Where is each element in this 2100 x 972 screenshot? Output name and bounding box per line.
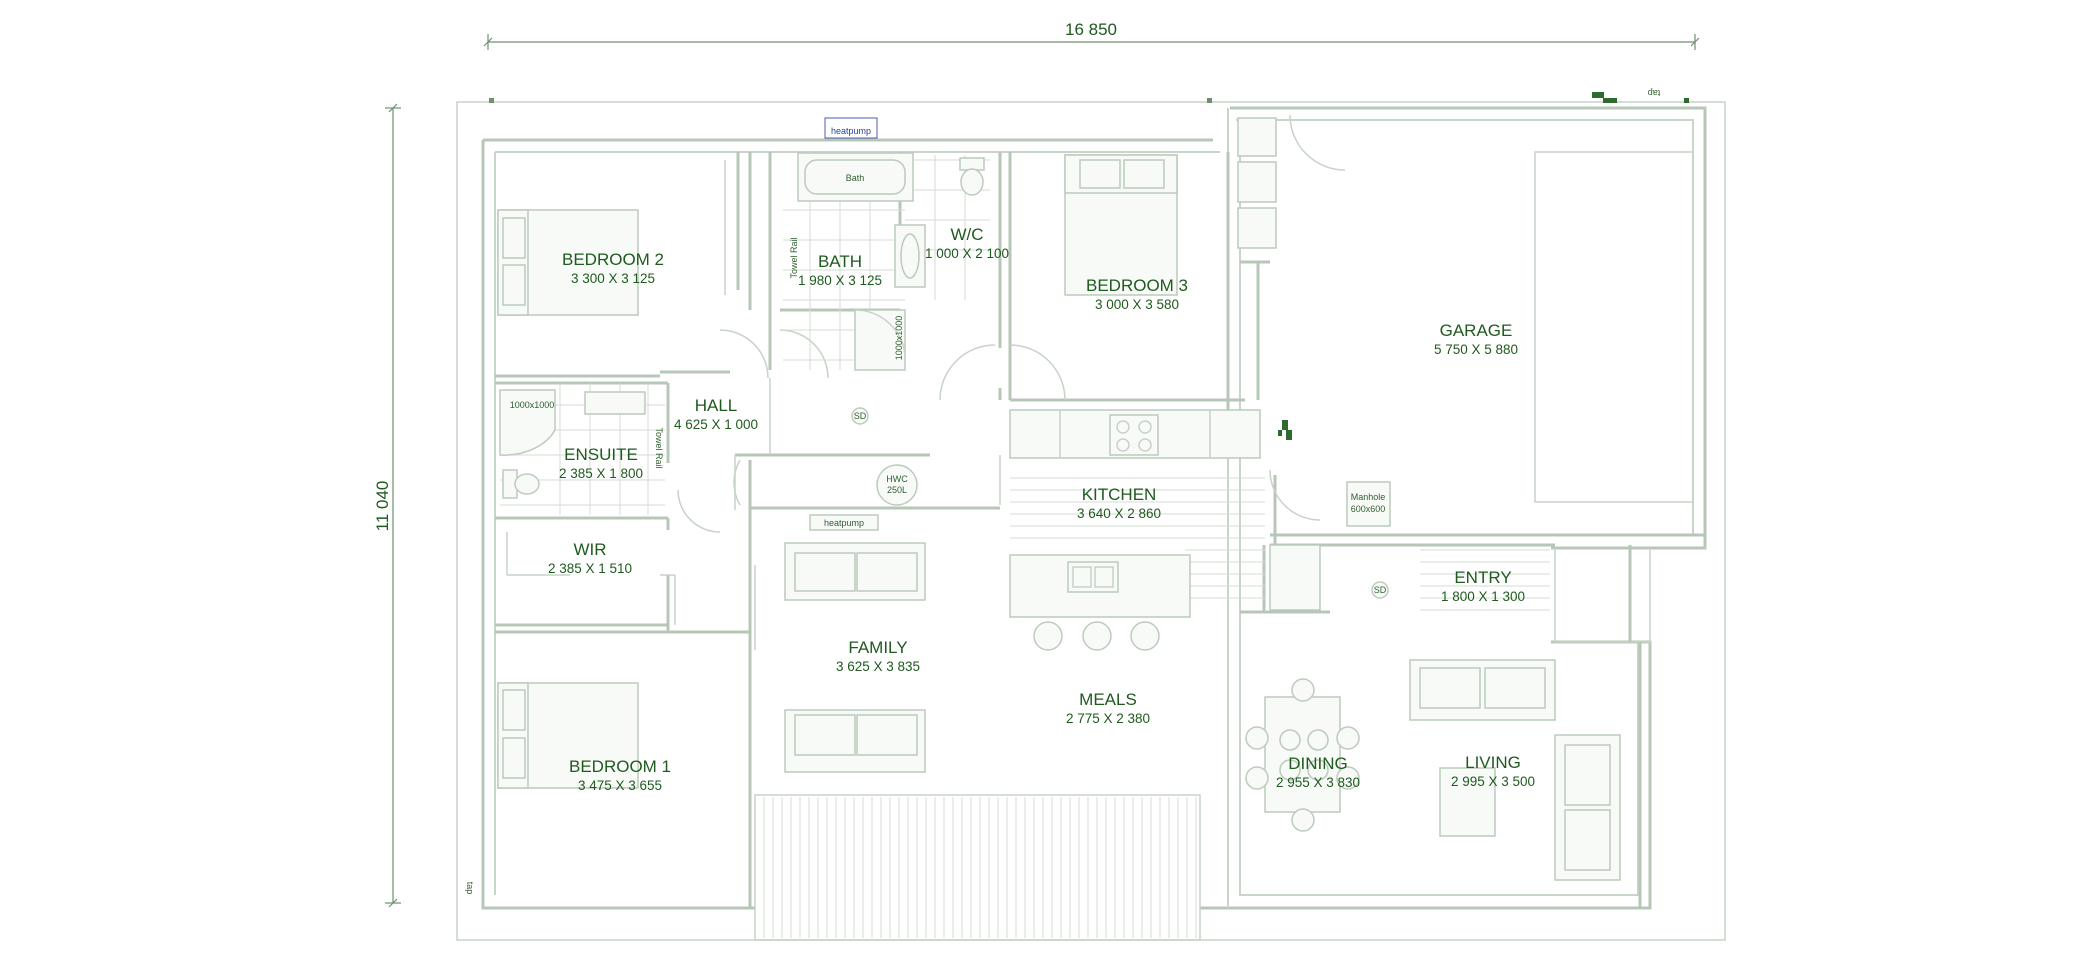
room-size-bath: 1 980 X 3 125 xyxy=(798,273,882,288)
ensuite-shower xyxy=(499,389,646,499)
room-size-wc: 1 000 X 2 100 xyxy=(925,246,1009,261)
room-name-meals: MEALS xyxy=(1079,690,1137,709)
deck xyxy=(754,794,1201,941)
heatpump-indoor-label: heatpump xyxy=(824,518,864,528)
kitchen-floor xyxy=(1010,477,1550,611)
overall-width-label: 16 850 xyxy=(1065,20,1117,39)
room-name-entry: ENTRY xyxy=(1454,568,1511,587)
room-name-bedroom1: BEDROOM 1 xyxy=(569,757,671,776)
room-size-kitchen: 3 640 X 2 860 xyxy=(1077,506,1161,521)
room-name-family: FAMILY xyxy=(848,638,907,657)
bath-shower xyxy=(854,309,906,371)
manhole xyxy=(1346,481,1391,527)
fridge xyxy=(1269,544,1321,611)
room-name-bedroom2: BEDROOM 2 xyxy=(562,250,664,269)
room-size-hall: 4 625 X 1 000 xyxy=(674,417,758,432)
bath-shower-size: 1000x1000 xyxy=(894,316,904,361)
manhole-size: 600x600 xyxy=(1351,504,1386,514)
room-size-family: 3 625 X 3 835 xyxy=(836,659,920,674)
garage-switch-marker xyxy=(1278,420,1292,440)
room-name-wir: WIR xyxy=(573,540,606,559)
kitchen-bench xyxy=(1009,409,1261,459)
tap-label-side: tap xyxy=(465,882,475,895)
hwc-volume: 250L xyxy=(887,485,907,495)
room-name-wc: W/C xyxy=(950,225,983,244)
bath-fixture-label: Bath xyxy=(846,173,865,183)
sofa-family-top xyxy=(784,542,926,601)
smoke-detector-hall xyxy=(851,407,869,425)
garage-parking-bay xyxy=(1534,151,1694,503)
kitchen-island xyxy=(1009,554,1191,618)
room-name-living: LIVING xyxy=(1465,753,1521,772)
bed-bedroom-2 xyxy=(497,209,639,316)
dining-table xyxy=(1245,678,1360,832)
room-size-entry: 1 800 X 1 300 xyxy=(1441,589,1525,604)
manhole-label: Manhole xyxy=(1351,492,1386,502)
room-size-dining: 2 955 X 3 830 xyxy=(1276,775,1360,790)
hwc-label: HWC xyxy=(886,474,908,484)
room-size-bedroom3: 3 000 X 3 580 xyxy=(1095,297,1179,312)
room-size-wir: 2 385 X 1 510 xyxy=(548,561,632,576)
doors xyxy=(677,114,1346,533)
smoke-detector-entry xyxy=(1371,581,1389,599)
room-name-hall: HALL xyxy=(695,396,738,415)
room-size-meals: 2 775 X 2 380 xyxy=(1066,711,1150,726)
room-name-kitchen: KITCHEN xyxy=(1082,485,1157,504)
room-name-bedroom3: BEDROOM 3 xyxy=(1086,276,1188,295)
hot-water-cylinder xyxy=(876,464,918,506)
bar-stools xyxy=(1033,621,1160,651)
room-size-bedroom2: 3 300 X 3 125 xyxy=(571,271,655,286)
room-name-dining: DINING xyxy=(1288,754,1348,773)
width-dimension xyxy=(483,34,1700,50)
sofa-family-bottom xyxy=(784,709,926,773)
room-size-ensuite: 2 385 X 1 800 xyxy=(559,466,643,481)
smoke-detector-hall-label: SD xyxy=(854,411,867,421)
room-name-garage: GARAGE xyxy=(1440,321,1513,340)
sofa-living-side xyxy=(1554,734,1621,881)
bed-bedroom-3 xyxy=(1064,154,1178,296)
room-size-bedroom1: 3 475 X 3 655 xyxy=(578,778,662,793)
heatpump-outdoor-unit xyxy=(824,117,878,139)
room-name-ensuite: ENSUITE xyxy=(564,445,638,464)
room-name-bath: BATH xyxy=(818,252,862,271)
laundry-tub xyxy=(1237,117,1277,249)
smoke-detector-entry-label: SD xyxy=(1374,585,1387,595)
wc-toilet xyxy=(894,157,985,288)
ensuite-shower-size: 1000x1000 xyxy=(510,400,555,410)
room-size-living: 2 995 X 3 500 xyxy=(1451,774,1535,789)
heatpump-outdoor-label: heatpump xyxy=(831,126,871,136)
room-size-garage: 5 750 X 5 880 xyxy=(1434,342,1518,357)
tap-label-rear: tap xyxy=(1648,88,1661,98)
heatpump-indoor-unit xyxy=(809,514,879,531)
bath-towel-rail: Towel Rail xyxy=(789,237,799,278)
depth-dimension xyxy=(385,103,401,908)
bathtub xyxy=(797,152,914,202)
bed-bedroom-1 xyxy=(497,682,639,789)
overall-depth-label: 11 040 xyxy=(373,481,392,532)
ensuite-towel-rail: Towel Rail xyxy=(654,427,664,468)
coffee-table xyxy=(1439,767,1496,837)
sofa-living-top xyxy=(1409,659,1556,721)
